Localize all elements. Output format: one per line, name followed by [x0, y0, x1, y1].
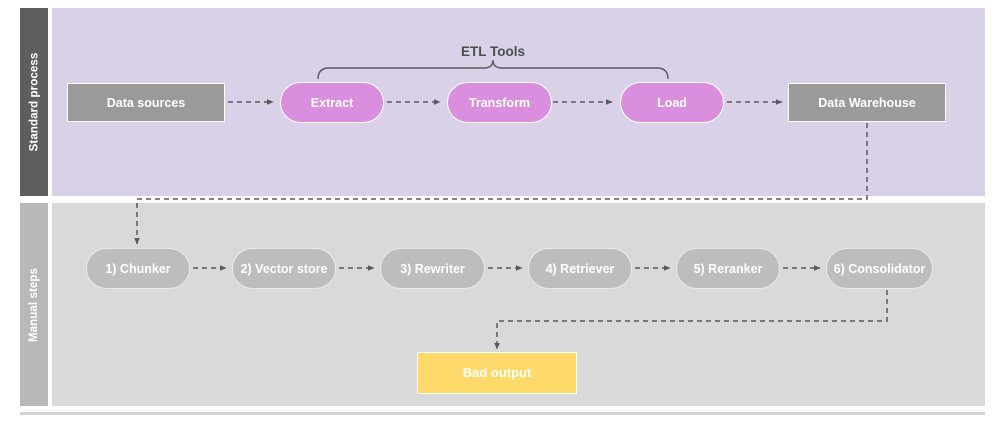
node-reranker-label: 5) Reranker: [693, 261, 763, 276]
node-rewriter-label: 3) Rewriter: [400, 261, 465, 276]
lane-standard-process-text: Standard process: [28, 52, 40, 152]
node-load[interactable]: Load: [620, 82, 724, 123]
node-chunker[interactable]: 1) Chunker: [86, 248, 190, 289]
node-load-label: Load: [657, 95, 687, 110]
node-transform[interactable]: Transform: [447, 82, 552, 123]
node-consolidator[interactable]: 6) Consolidator: [826, 248, 933, 289]
node-vector-store[interactable]: 2) Vector store: [232, 248, 336, 289]
node-bad-output-label: Bad output: [462, 365, 532, 380]
node-extract-label: Extract: [310, 95, 354, 110]
lane-standard-process-label: Standard process: [20, 8, 48, 196]
node-data-warehouse[interactable]: Data Warehouse: [788, 83, 946, 122]
node-rewriter[interactable]: 3) Rewriter: [380, 248, 485, 289]
node-transform-label: Transform: [468, 95, 531, 110]
lane-manual-steps-text: Manual steps: [28, 267, 40, 342]
node-data-sources-label: Data sources: [106, 95, 186, 110]
node-extract[interactable]: Extract: [280, 82, 384, 123]
node-vector-store-label: 2) Vector store: [240, 261, 328, 276]
node-bad-output[interactable]: Bad output: [417, 352, 577, 394]
node-retriever[interactable]: 4) Retriever: [528, 248, 632, 289]
node-data-warehouse-label: Data Warehouse: [818, 95, 916, 110]
bottom-divider: [20, 412, 985, 415]
node-data-sources[interactable]: Data sources: [67, 83, 225, 122]
lane-manual-steps-label: Manual steps: [20, 203, 48, 406]
node-retriever-label: 4) Retriever: [545, 261, 615, 276]
node-consolidator-label: 6) Consolidator: [833, 261, 926, 276]
node-chunker-label: 1) Chunker: [105, 261, 171, 276]
node-reranker[interactable]: 5) Reranker: [676, 248, 780, 289]
etl-tools-label: ETL Tools: [461, 44, 525, 59]
